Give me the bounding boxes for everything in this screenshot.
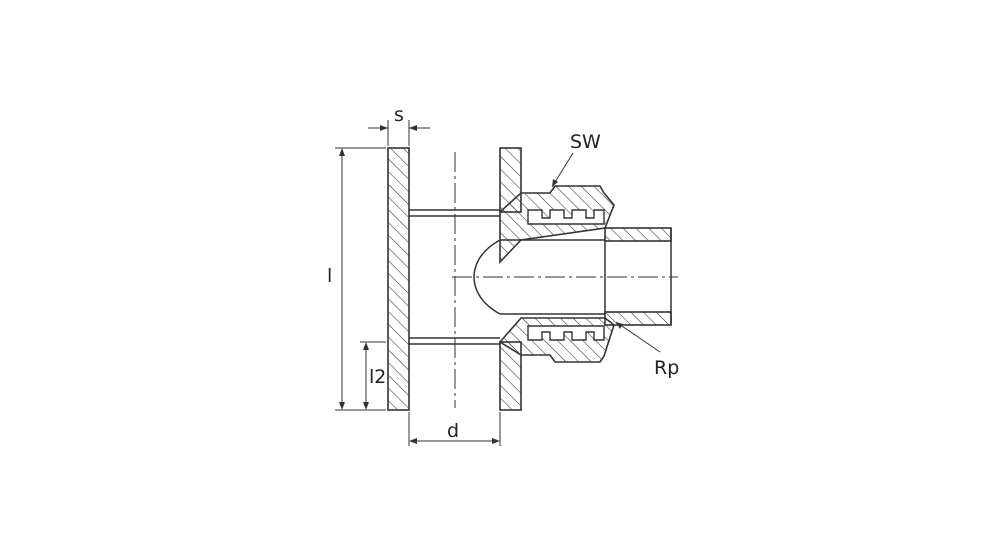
lower-thread <box>527 325 605 341</box>
thread-tube-lower <box>604 311 672 326</box>
center-lines <box>452 152 678 408</box>
label-d: d <box>447 420 459 442</box>
label-l2: l2 <box>369 366 386 388</box>
label-rp: Rp <box>654 357 679 379</box>
upper-thread <box>527 209 605 225</box>
label-s: s <box>394 104 404 126</box>
arrowheads <box>339 125 623 444</box>
thread-teeth <box>527 209 605 341</box>
label-sw: SW <box>570 131 601 153</box>
left-wall <box>387 147 410 411</box>
dimension-lines <box>335 120 661 446</box>
thread-tube-upper <box>604 227 672 242</box>
fitting-body <box>387 147 672 411</box>
label-l: l <box>327 265 332 287</box>
